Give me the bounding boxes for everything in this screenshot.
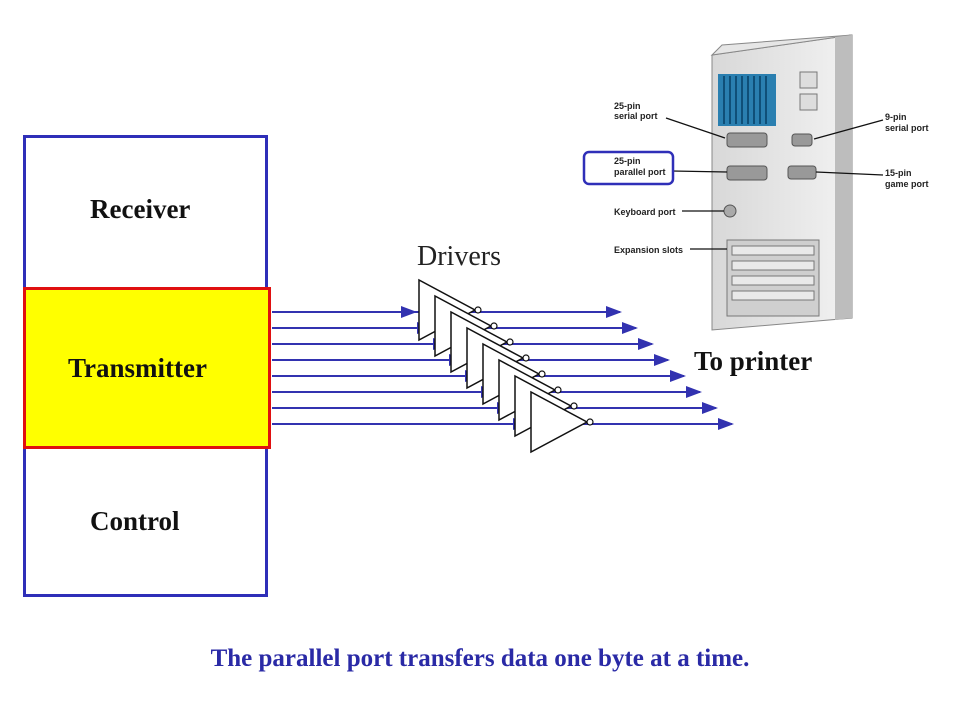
transmitter-label: Transmitter [68, 353, 207, 383]
drivers-label: Drivers [417, 241, 501, 272]
driver-buffers [418, 278, 594, 454]
serial25-label-2: serial port [614, 111, 658, 121]
serial-9pin-connector [791, 133, 813, 147]
parallel-port-highlight [582, 150, 675, 186]
parallel-label-2: parallel port [614, 167, 666, 177]
serial9-label-2: serial port [885, 123, 929, 133]
inverter-bubble [506, 338, 514, 346]
serial9-label-1: 9-pin [885, 112, 907, 122]
serial-25pin-connector [726, 132, 768, 148]
inverter-bubble [490, 322, 498, 330]
serial25-label-1: 25-pin [614, 101, 641, 111]
parallel-label-1: 25-pin [614, 156, 641, 166]
inverter-bubble [554, 386, 562, 394]
inverter-bubble [522, 354, 530, 362]
inverter-bubble [474, 306, 482, 314]
power-socket-icon [799, 93, 818, 111]
driver-buffer-icon [530, 390, 589, 454]
game-port-connector [787, 165, 817, 180]
transmitter-box [23, 287, 271, 449]
inverter-bubble [538, 370, 546, 378]
inverter-bubble [586, 418, 594, 426]
control-label: Control [90, 506, 180, 536]
keyboard-port-icon [723, 204, 737, 218]
parallel-connector [726, 165, 768, 181]
inverter-bubble [570, 402, 578, 410]
computer-tower-icon: 25-pin serial port 25-pin parallel port … [582, 34, 929, 331]
keyboard-port-label: Keyboard port [614, 207, 676, 217]
game-port-label-1: 15-pin [885, 168, 912, 178]
caption: The parallel port transfers data one byt… [210, 645, 750, 672]
game-port-label-2: game port [885, 179, 929, 189]
expansion-slots-label: Expansion slots [614, 245, 683, 255]
to-printer-label: To printer [694, 346, 813, 376]
receiver-label: Receiver [90, 194, 191, 224]
power-socket-icon [799, 71, 818, 89]
